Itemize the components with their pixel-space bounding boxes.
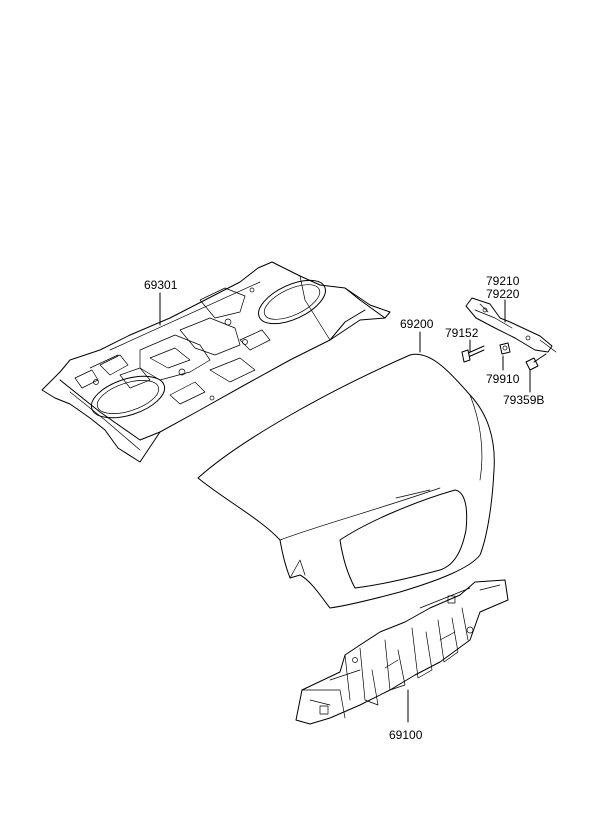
label-69200: 69200 (400, 317, 434, 331)
nut-79910[interactable] (499, 342, 511, 355)
label-79210: 79210 (486, 274, 520, 288)
label-79220: 79220 (486, 287, 520, 301)
label-79910: 79910 (486, 372, 520, 386)
label-79152: 79152 (445, 326, 479, 340)
trunk-hinge[interactable] (465, 297, 557, 353)
label-69100: 69100 (389, 728, 423, 742)
bolt-79152[interactable] (461, 345, 485, 363)
trunk-lid[interactable] (197, 353, 495, 609)
bolt-79359b[interactable] (525, 353, 547, 371)
trunk-trim-panel[interactable] (295, 579, 509, 725)
label-79359b: 79359B (503, 393, 544, 407)
rear-package-shelf[interactable] (41, 261, 391, 463)
leader-lines (159, 292, 531, 723)
label-69301: 69301 (144, 278, 178, 292)
